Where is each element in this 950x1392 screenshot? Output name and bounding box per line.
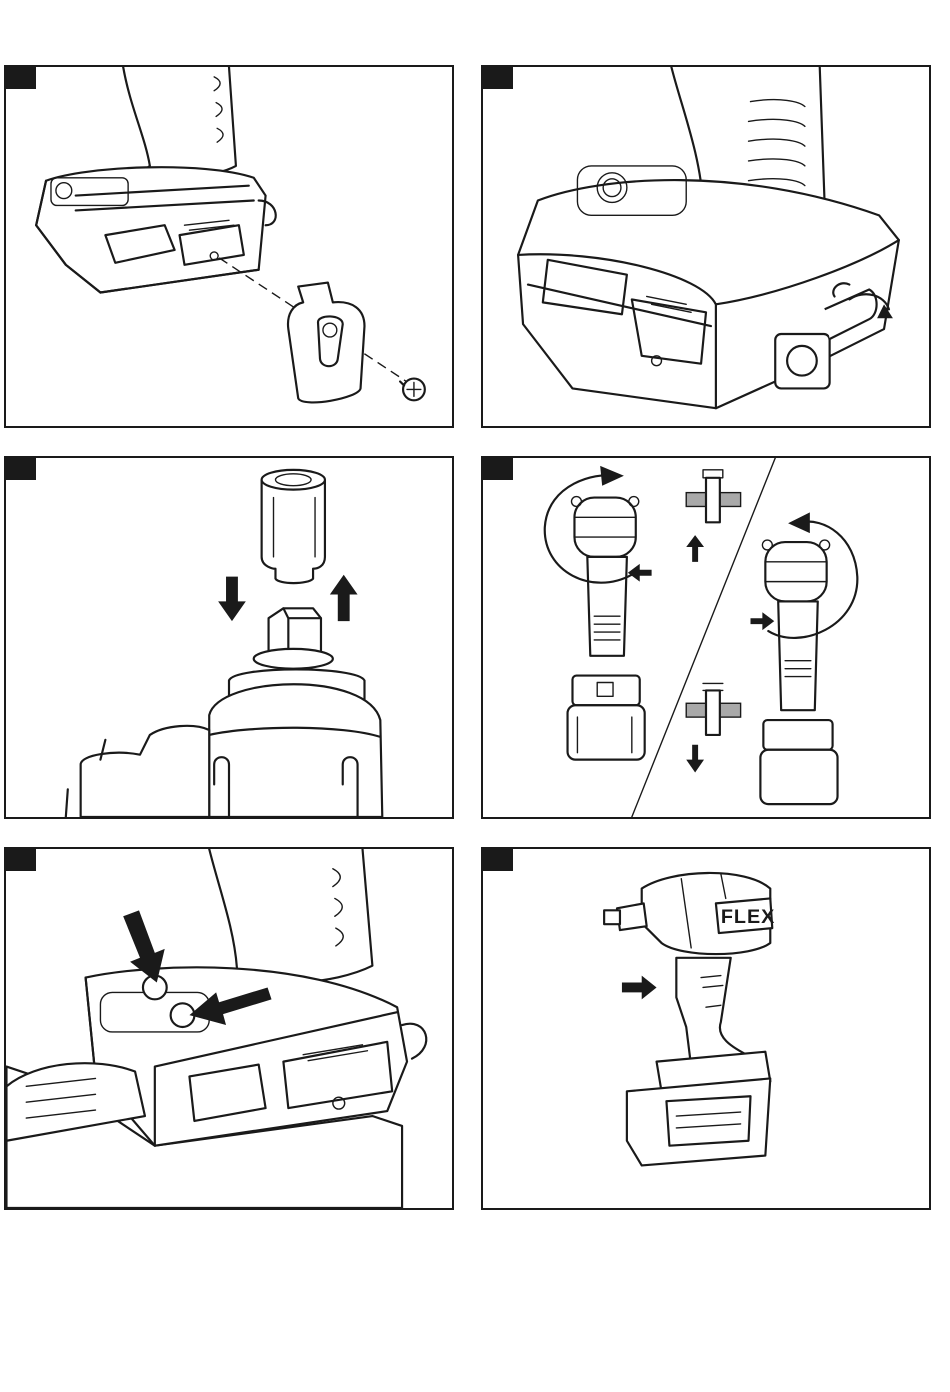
belt-clip-illustration bbox=[6, 67, 452, 426]
figure-panel-4 bbox=[481, 456, 931, 819]
impact-wrench-illustration: FLEX bbox=[483, 849, 929, 1208]
brand-logo: FLEX bbox=[721, 906, 775, 928]
socket-mounting-illustration bbox=[6, 458, 452, 817]
control-buttons-illustration bbox=[6, 849, 452, 1208]
figure-panel-3 bbox=[4, 456, 454, 819]
figure-panel-2 bbox=[481, 65, 931, 428]
figure-panel-1 bbox=[4, 65, 454, 428]
figure-panel-5 bbox=[4, 847, 454, 1210]
figure-panel-6: FLEX bbox=[481, 847, 931, 1210]
hook-rotation-illustration bbox=[483, 67, 929, 426]
rotation-direction-illustration bbox=[483, 458, 929, 817]
